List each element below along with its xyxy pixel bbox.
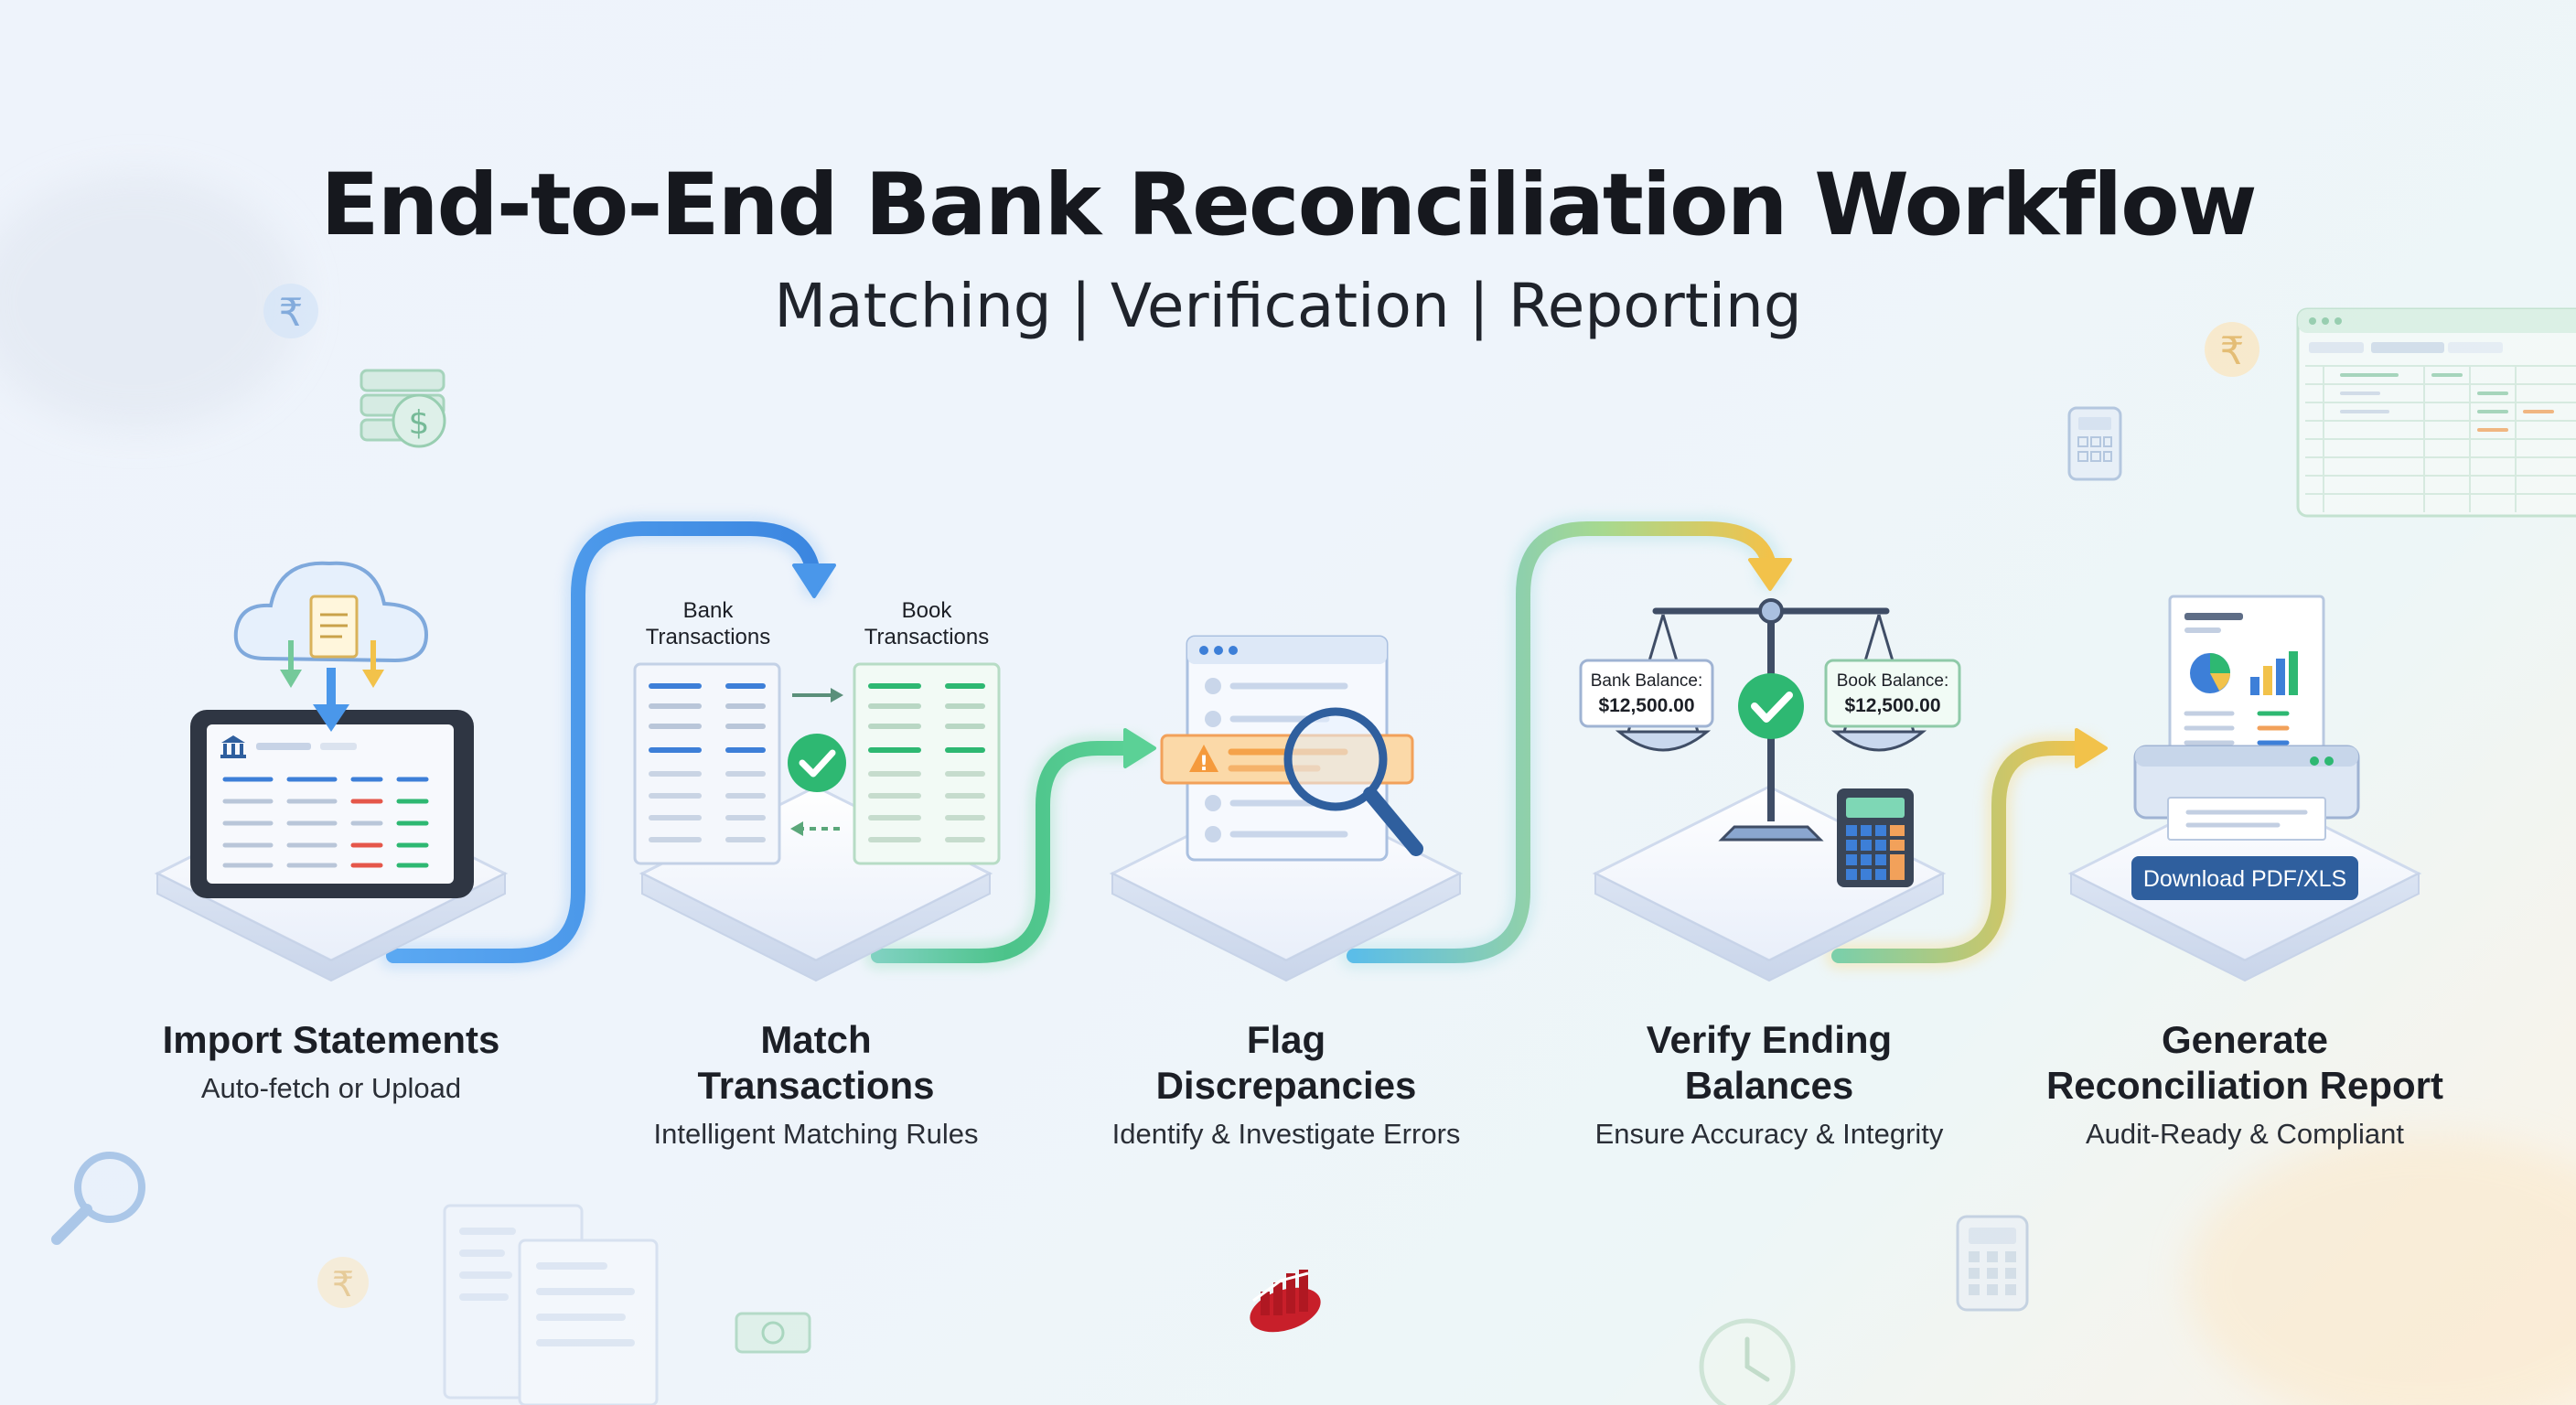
book-label-line1: Book: [902, 598, 953, 623]
step-title-line2: Discrepancies: [1155, 1064, 1417, 1107]
step-title-line2: Transactions: [697, 1064, 935, 1107]
download-button[interactable]: Download PDF/XLS: [2131, 856, 2358, 900]
step-description: Identify & Investigate Errors: [1111, 1118, 1461, 1150]
step-title-line1: Generate: [2161, 1018, 2329, 1061]
bank-icon: [220, 735, 246, 758]
step-title-line1: Import Statements: [162, 1018, 500, 1061]
cloud-upload-icon: [233, 561, 429, 732]
check-icon: [788, 734, 846, 792]
step-title-line1: Verify Ending: [1646, 1018, 1893, 1061]
bar-chart-icon: [2250, 651, 2298, 695]
step-generate-report: Generate Reconciliation Report Audit-Rea…: [2025, 1017, 2464, 1151]
svg-text:$: $: [409, 404, 430, 442]
warning-icon: !: [1189, 745, 1218, 776]
page-title: End-to-End Bank Reconciliation Workflow: [320, 156, 2257, 255]
flow-path-1: [380, 515, 836, 970]
step-description: Auto-fetch or Upload: [200, 1072, 462, 1104]
download-button-label: Download PDF/XLS: [2143, 866, 2346, 892]
match-arrows-icon: [790, 688, 843, 836]
document-icon: [443, 1204, 659, 1405]
clock-icon: [1699, 1318, 1796, 1405]
flow-path-4: [1825, 728, 2108, 970]
svg-text:₹: ₹: [332, 1264, 354, 1304]
step-verify-balances: Verify Ending Balances Ensure Accuracy &…: [1550, 1017, 1989, 1151]
bank-balance-card: Bank Balance: $12,500.00: [1579, 659, 1714, 728]
spreadsheet-icon: [2296, 307, 2576, 518]
step-flag-discrepancies: Flag Discrepancies Identify & Investigat…: [1067, 1017, 1506, 1151]
book-balance-card: Book Balance: $12,500.00: [1824, 659, 1961, 728]
svg-text:₹: ₹: [2220, 328, 2245, 373]
page-subtitle: Matching | Verification | Reporting: [774, 271, 1802, 341]
step-match-transactions: Match Transactions Intelligent Matching …: [596, 1017, 1036, 1151]
book-balance-value: $12,500.00: [1844, 695, 1940, 716]
rupee-icon: ₹: [2205, 322, 2259, 377]
book-label-line2: Transactions: [864, 625, 990, 649]
rupee-icon: ₹: [317, 1257, 369, 1308]
step-description: Audit-Ready & Compliant: [2085, 1118, 2405, 1150]
svg-text:₹: ₹: [279, 290, 304, 335]
calculator-icon: [1837, 788, 1914, 887]
step-title-line2: Balances: [1684, 1064, 1854, 1107]
banknote-icon: [735, 1312, 811, 1354]
cash-stack-icon: $: [360, 369, 446, 448]
tablet-icon: [190, 710, 474, 898]
bank-balance-label: Bank Balance:: [1591, 671, 1703, 691]
step-description: Intelligent Matching Rules: [653, 1118, 979, 1150]
check-icon: [1738, 673, 1804, 739]
rupee-icon: ₹: [263, 284, 318, 338]
magnifier-icon: [51, 1152, 145, 1245]
step-description: Ensure Accuracy & Integrity: [1594, 1118, 1944, 1150]
logo-icon: [1250, 1270, 1321, 1333]
step-title-line1: Flag: [1246, 1018, 1326, 1061]
bank-label-line2: Transactions: [646, 625, 771, 649]
svg-text:!: !: [1199, 753, 1208, 776]
book-balance-label: Book Balance:: [1837, 671, 1949, 691]
bank-ledger-icon: [633, 662, 781, 865]
step-import-statements: Import Statements Auto-fetch or Upload: [112, 1017, 551, 1105]
flow-path-2: [864, 728, 1156, 970]
calculator-icon: [1956, 1215, 2029, 1312]
book-ledger-icon: [853, 662, 1001, 865]
step-title-line2: Reconciliation Report: [2045, 1064, 2444, 1107]
pie-chart-icon: [2190, 653, 2230, 693]
magnifier-icon: [1283, 707, 1423, 856]
calculator-icon: [2067, 406, 2122, 481]
bank-label-line1: Bank: [683, 598, 735, 623]
printer-icon: [2133, 595, 2360, 841]
flow-path-3: [1340, 515, 1792, 970]
bank-balance-value: $12,500.00: [1598, 695, 1694, 716]
step-title-line1: Match: [760, 1018, 872, 1061]
scale-icon: [1615, 598, 1927, 842]
